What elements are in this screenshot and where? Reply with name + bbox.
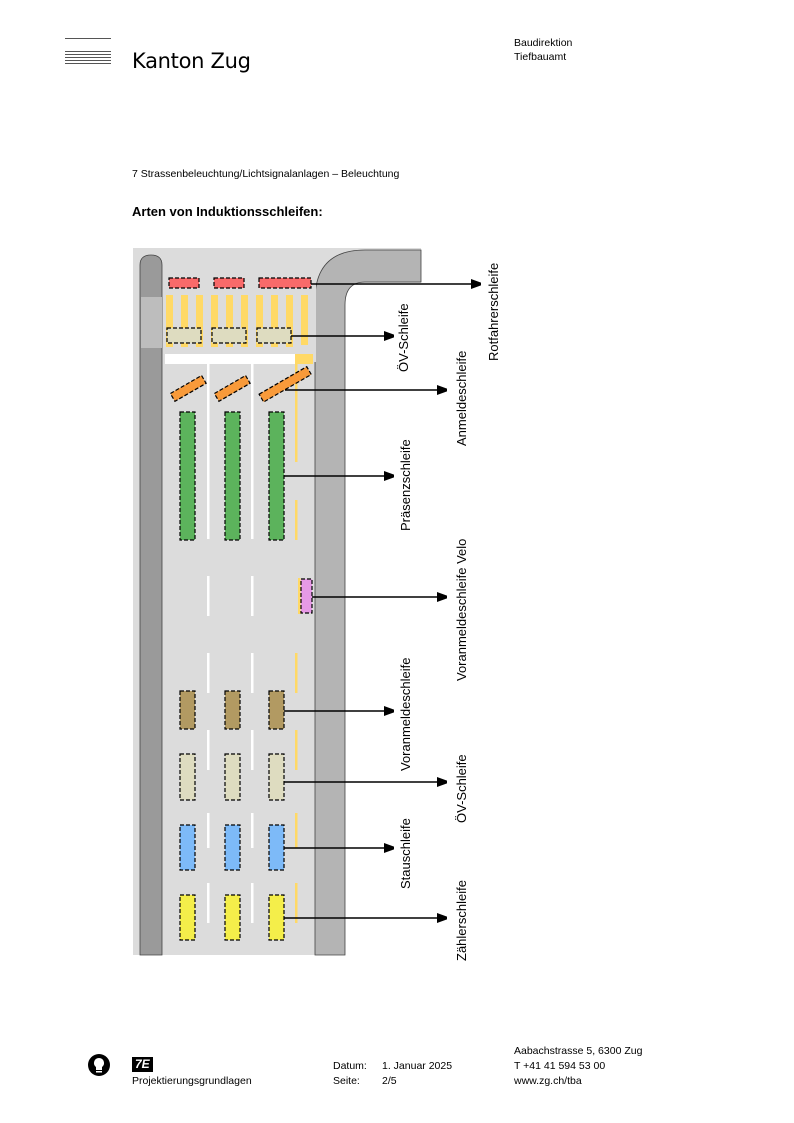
lane-markings	[207, 364, 254, 923]
loop-oev	[166, 327, 202, 344]
lightbulb-icon	[88, 1054, 110, 1076]
loop-zaehler	[179, 894, 196, 941]
loop-anmelde	[213, 374, 251, 403]
label-praesenz: Präsenzschleife	[398, 439, 413, 531]
loop-oev	[211, 327, 247, 344]
left-sidewalk	[139, 254, 163, 956]
label-voranmelde: Voranmeldeschleife	[398, 657, 413, 771]
website-link[interactable]: www.zg.ch/tba	[514, 1075, 582, 1087]
loop-anmelde	[258, 365, 313, 403]
phone: T +41 41 594 53 00	[514, 1060, 606, 1072]
loop-voranmelde	[224, 690, 241, 730]
loop-zaehler	[268, 894, 285, 941]
label-anmelde: Anmeldeschleife	[454, 350, 469, 446]
doc-title: Projektierungsgrundlagen	[132, 1075, 252, 1087]
department-block: Baudirektion Tiefbauamt	[514, 36, 572, 64]
loop-oev	[256, 327, 292, 344]
loop-praesenz	[268, 411, 285, 541]
loop-anmelde	[169, 374, 207, 403]
label-stau: Stauschleife	[398, 818, 413, 889]
loop-oev-bottom	[179, 753, 196, 801]
page-value: 2/5	[382, 1075, 397, 1087]
loop-velo	[300, 578, 313, 614]
label-rotfahrer: Rotfahrerschleife	[486, 262, 501, 361]
address: Aabachstrasse 5, 6300 Zug	[514, 1045, 643, 1057]
date-label: Datum:	[333, 1060, 367, 1072]
loop-rotfahrer	[168, 277, 200, 289]
loop-oev-bottom	[268, 753, 285, 801]
loop-stau	[179, 824, 196, 871]
loop-voranmelde	[268, 690, 285, 730]
chapter-badge: 7E	[132, 1057, 153, 1072]
label-zaehler: Zählerschleife	[454, 880, 469, 961]
canton-logo-icon	[65, 38, 111, 66]
office: Tiefbauamt	[514, 51, 567, 63]
loop-praesenz	[179, 411, 196, 541]
loop-stau	[224, 824, 241, 871]
section-title: 7 Strassenbeleuchtung/Lichtsignalanlagen…	[132, 168, 400, 180]
loop-rotfahrer	[213, 277, 245, 289]
crosswalk	[166, 295, 308, 347]
page-heading: Arten von Induktionsschleifen:	[132, 204, 323, 219]
stop-line	[165, 354, 295, 364]
loop-oev-bottom	[224, 753, 241, 801]
label-voranmelde-velo: Voranmeldeschleife Velo	[454, 538, 469, 681]
department: Baudirektion	[514, 37, 573, 49]
label-oev-bottom: ÖV-Schleife	[454, 754, 469, 823]
bike-lane-markings	[295, 364, 301, 923]
loop-praesenz	[224, 411, 241, 541]
loop-stau	[268, 824, 285, 871]
label-oev-top: ÖV-Schleife	[396, 303, 411, 372]
loop-rotfahrer	[258, 277, 312, 289]
page-label: Seite:	[333, 1075, 360, 1087]
right-curb	[314, 249, 422, 956]
org-name: Kanton Zug	[132, 49, 251, 73]
loop-zaehler	[224, 894, 241, 941]
loop-voranmelde	[179, 690, 196, 730]
date-value: 1. Januar 2025	[382, 1060, 453, 1072]
